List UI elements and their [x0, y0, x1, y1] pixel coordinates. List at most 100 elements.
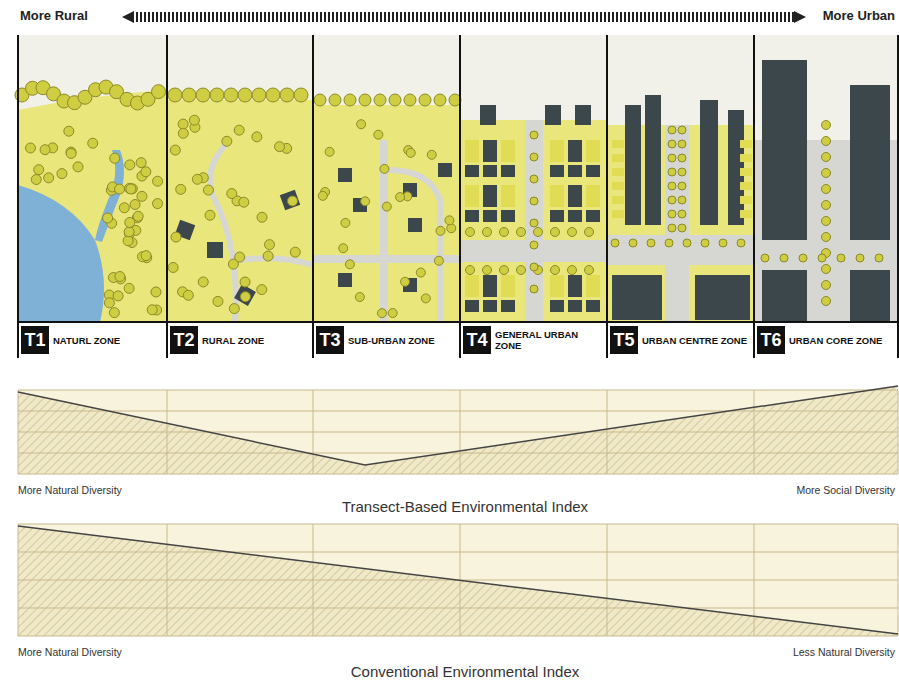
tree — [147, 305, 157, 315]
tree — [822, 121, 831, 130]
tree — [678, 140, 686, 148]
tree — [665, 239, 673, 247]
tree — [668, 168, 676, 176]
tree — [500, 228, 509, 237]
tree — [530, 285, 538, 293]
building — [550, 275, 564, 297]
tree — [176, 184, 186, 194]
tree — [141, 167, 151, 177]
window — [740, 168, 752, 176]
tree — [611, 239, 619, 247]
field — [18, 90, 167, 322]
tree — [389, 94, 401, 106]
tree — [374, 130, 383, 139]
tree — [530, 263, 538, 271]
tree — [64, 126, 74, 136]
tree — [466, 266, 475, 275]
tree — [530, 197, 538, 205]
tree — [240, 277, 250, 287]
grid-line — [18, 474, 898, 475]
tree — [265, 240, 275, 250]
tree — [466, 228, 475, 237]
divider — [897, 35, 899, 358]
divider — [17, 35, 19, 358]
tree — [678, 154, 686, 162]
tree — [252, 132, 262, 142]
tree — [421, 294, 430, 303]
window — [740, 196, 752, 204]
tree — [168, 88, 182, 102]
building — [483, 300, 497, 312]
building — [695, 275, 750, 320]
sky — [18, 35, 898, 322]
tree — [361, 197, 370, 206]
tree — [329, 94, 341, 106]
tree — [818, 254, 826, 262]
window — [612, 182, 624, 190]
tree — [822, 265, 831, 274]
divider — [606, 35, 608, 358]
tree — [530, 131, 538, 139]
tree — [668, 140, 676, 148]
tree — [110, 153, 120, 163]
tree — [205, 210, 215, 220]
tree — [126, 184, 136, 194]
tree — [701, 239, 709, 247]
tree — [66, 148, 76, 158]
building — [483, 185, 497, 207]
tree — [339, 244, 348, 253]
zone-label: T4GENERAL URBAN ZONE — [463, 325, 604, 355]
tree — [647, 239, 655, 247]
building — [568, 275, 582, 297]
tree — [210, 88, 224, 102]
window — [612, 196, 624, 204]
text-label: More Natural Diversity — [18, 646, 122, 658]
window — [740, 140, 752, 148]
zone-label: T1NATURL ZONE — [21, 325, 164, 355]
text-label: Less Natural Diversity — [793, 646, 895, 658]
tree — [445, 216, 454, 225]
tree — [318, 191, 327, 200]
tree — [227, 189, 237, 199]
water — [18, 185, 104, 322]
building — [501, 185, 515, 207]
building — [483, 165, 497, 177]
house — [438, 163, 452, 177]
tree — [344, 94, 356, 106]
tree — [44, 173, 54, 183]
building — [586, 300, 600, 312]
tree — [203, 185, 213, 195]
tree — [257, 212, 267, 222]
tree — [130, 200, 140, 210]
tree — [822, 137, 831, 146]
window — [612, 154, 624, 162]
building — [645, 95, 661, 225]
window — [740, 210, 752, 218]
tree — [341, 218, 350, 227]
zone-name: GENERAL URBAN ZONE — [495, 329, 604, 351]
house — [338, 168, 352, 182]
tree — [266, 88, 280, 102]
tree — [189, 115, 199, 125]
tree — [530, 175, 538, 183]
grid-line — [18, 524, 898, 525]
building — [501, 300, 515, 312]
tree — [568, 266, 577, 275]
building — [465, 210, 479, 222]
tree — [287, 196, 297, 206]
tree — [388, 309, 397, 318]
tree — [355, 292, 364, 301]
divider — [166, 35, 168, 358]
tower — [762, 60, 807, 240]
building — [480, 105, 496, 125]
tree — [678, 168, 686, 176]
tree — [133, 211, 143, 221]
divider — [312, 35, 314, 358]
building — [465, 165, 479, 177]
tree — [517, 228, 526, 237]
building — [728, 110, 744, 225]
building — [501, 275, 515, 297]
house — [408, 218, 422, 232]
building — [465, 185, 479, 207]
tree — [434, 94, 446, 106]
